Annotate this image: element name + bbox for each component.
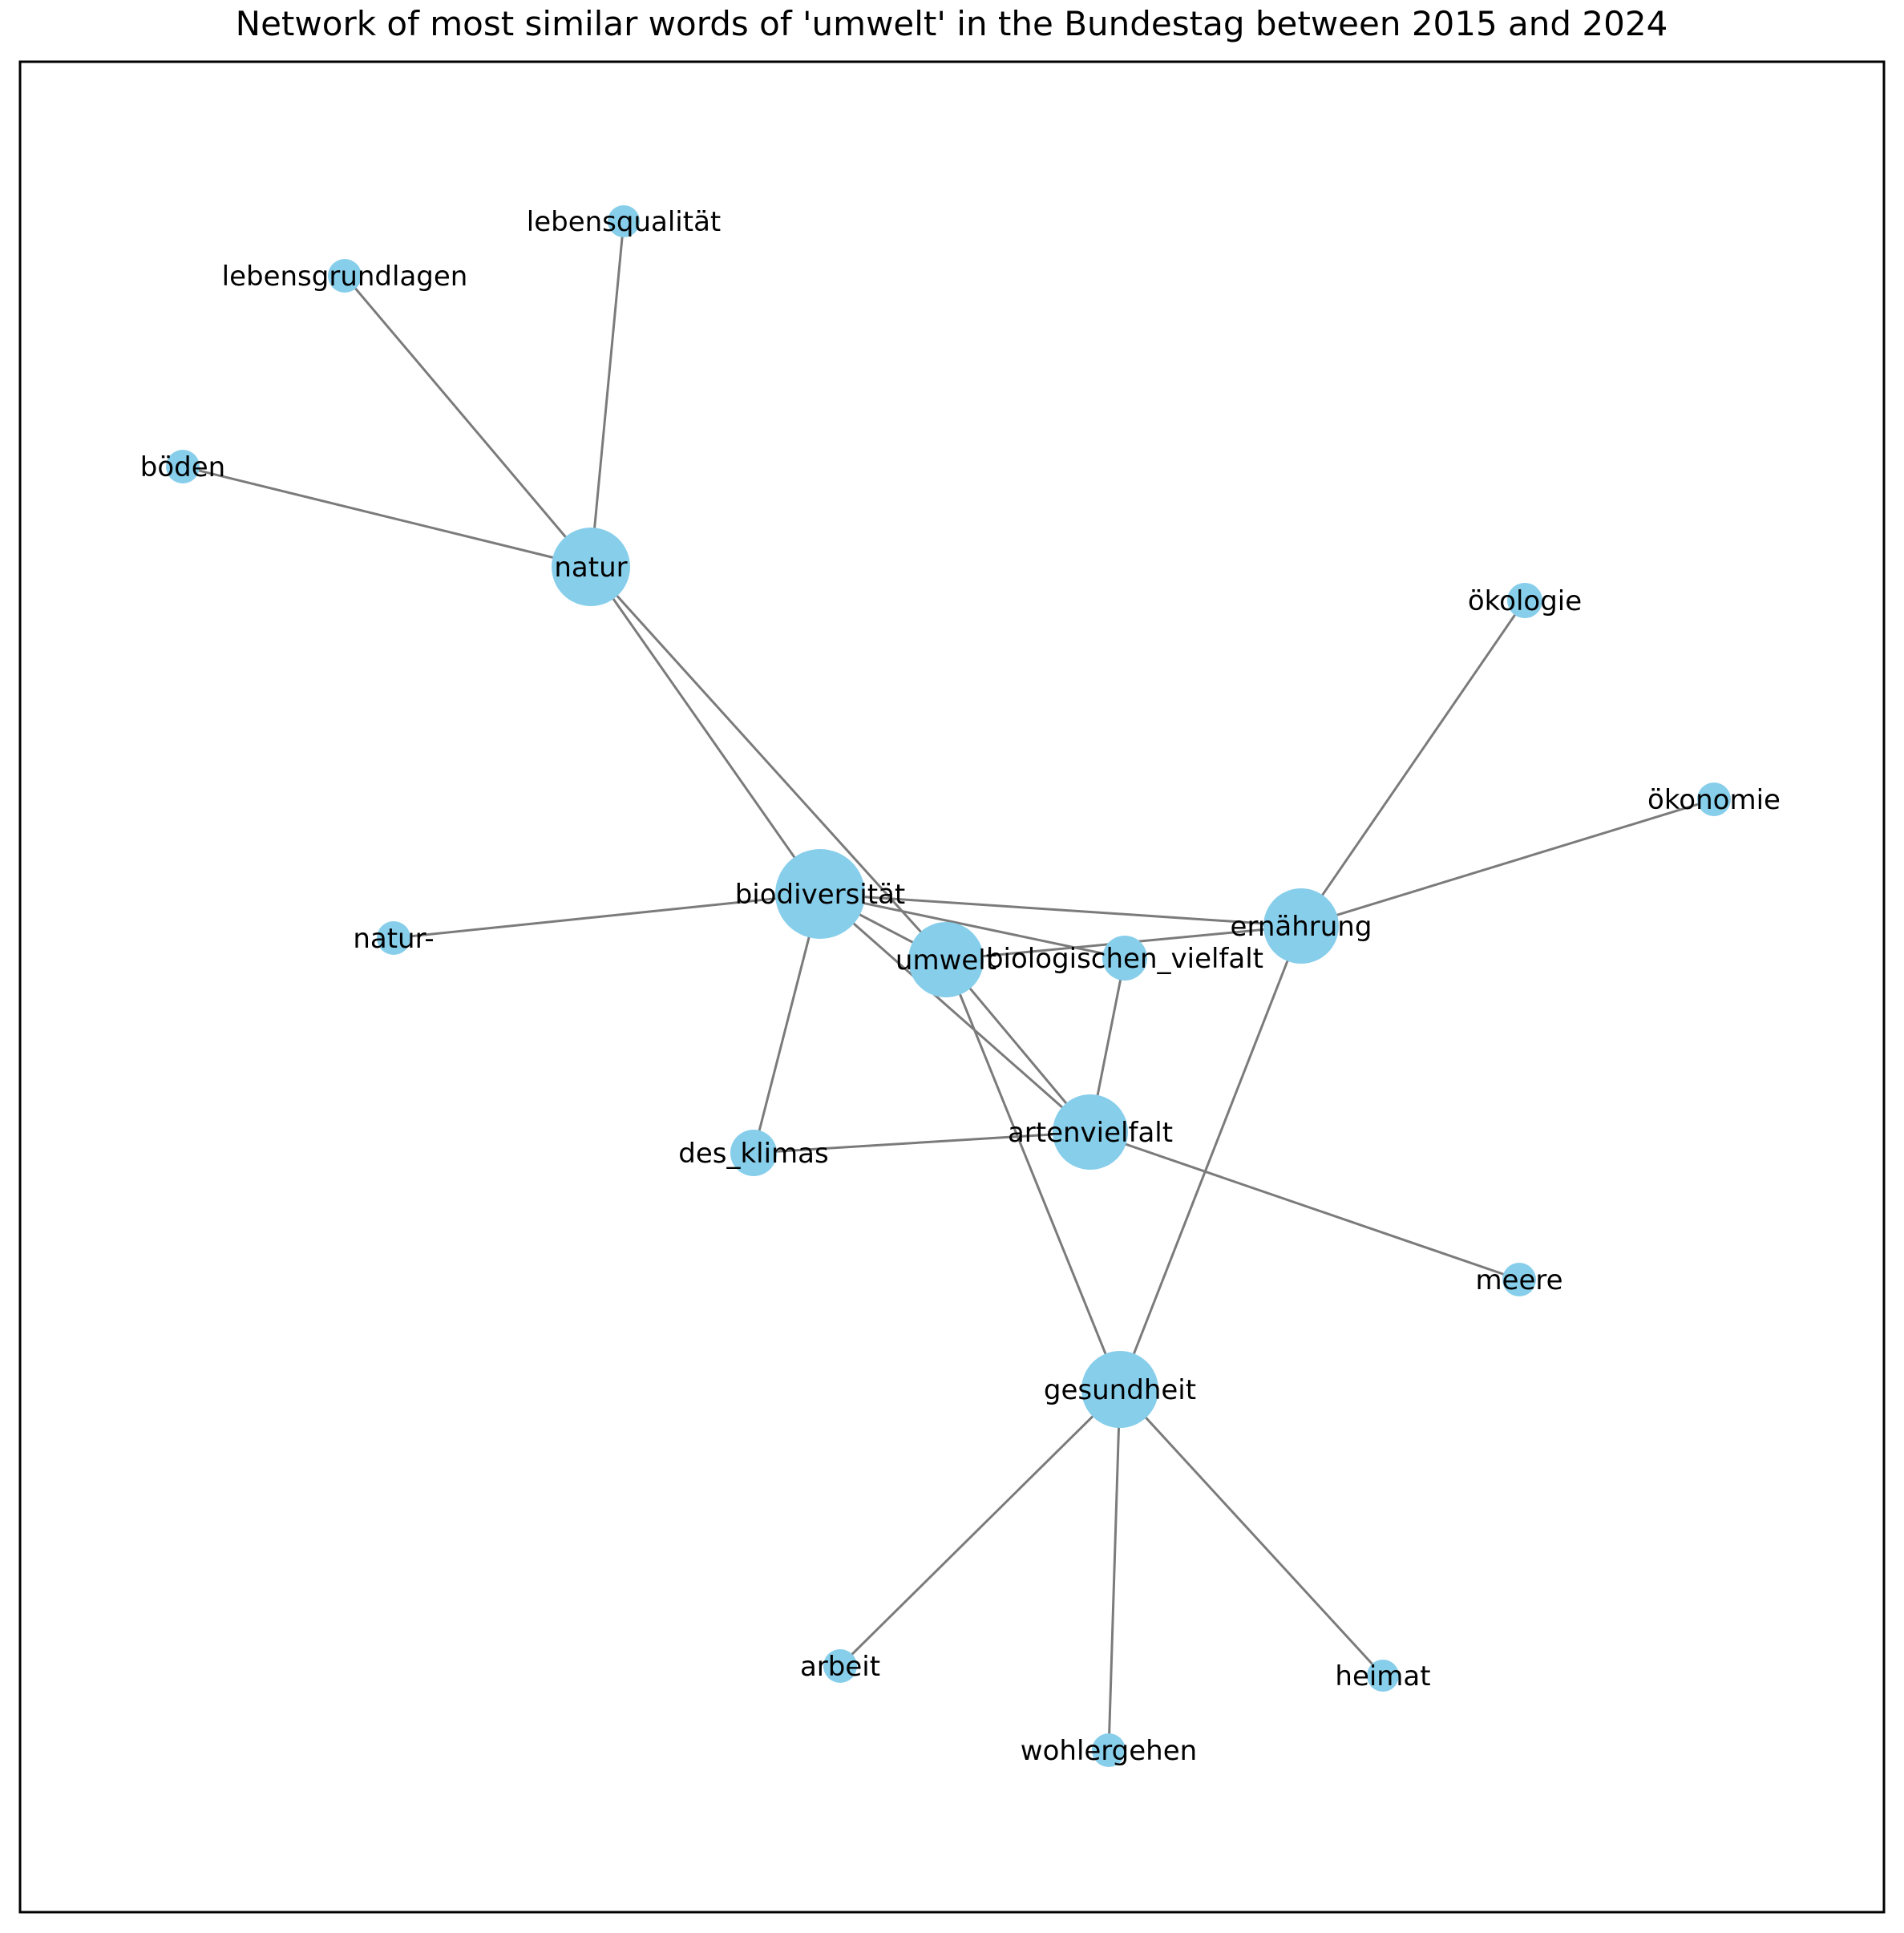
node-label-artenvielfalt: artenvielfalt [1008, 1117, 1173, 1149]
nodes-layer [166, 205, 1731, 1767]
node-lebensgrundlagen [328, 259, 362, 293]
node-umwelt [908, 922, 984, 997]
node-boeden [166, 450, 200, 483]
node-label-natur-: natur- [353, 923, 434, 955]
node-label-lebensqualitaet: lebensqualität [527, 206, 721, 238]
node-artenvielfalt [1053, 1094, 1128, 1170]
node-label-wohlergehen: wohlergehen [1021, 1735, 1197, 1767]
edge-natur-lebensgrundlagen [343, 274, 592, 568]
node-label-natur: natur [554, 552, 627, 584]
node-heimat [1367, 1660, 1399, 1692]
node-gesundheit [1081, 1351, 1158, 1428]
node-label-des_klimas: des_klimas [678, 1138, 828, 1170]
edge-artenvielfalt-meere [1089, 1130, 1521, 1281]
node-natur- [377, 921, 410, 955]
edge-umwelt-gesundheit [944, 958, 1122, 1391]
node-label-biodiversitaet: biodiversität [735, 879, 906, 911]
node-des_klimas [730, 1130, 777, 1176]
edge-biodiversitaet-natur- [392, 892, 822, 940]
node-oekologie [1507, 583, 1542, 618]
node-label-umwelt: umwelt [895, 944, 996, 977]
edge-natur-biodiversitaet [589, 565, 822, 896]
node-biologischen_vielfalt [1102, 936, 1147, 981]
edge-gesundheit-wohlergehen [1107, 1388, 1122, 1752]
node-ernaehrung [1263, 888, 1339, 964]
node-label-lebensgrundlagen: lebensgrundlagen [222, 261, 468, 293]
edge-natur-lebensqualitaet [589, 220, 625, 568]
edge-natur-boeden [181, 465, 592, 568]
node-label-oekonomie: ökonomie [1647, 784, 1781, 816]
node-biodiversitaet [775, 849, 865, 939]
node-label-biologischen_vielfalt: biologischen_vielfalt [986, 943, 1263, 975]
node-lebensqualitaet [608, 205, 640, 237]
node-label-arbeit: arbeit [800, 1651, 880, 1683]
labels-layer: lebensqualität lebensgrundlagen böden natur… [140, 206, 1781, 1767]
edge-biodiversitaet-ernaehrung [819, 892, 1303, 928]
node-label-oekologie: ökologie [1468, 585, 1582, 617]
node-arbeit [823, 1649, 857, 1683]
edge-gesundheit-arbeit [839, 1388, 1122, 1668]
node-oekonomie [1697, 783, 1731, 816]
node-label-gesundheit: gesundheit [1044, 1374, 1196, 1406]
node-label-ernaehrung: ernährung [1231, 911, 1372, 943]
edge-biodiversitaet-artenvielfalt [819, 892, 1092, 1134]
edge-artenvielfalt-des_klimas [752, 1130, 1092, 1155]
plot-border [18, 60, 1886, 1914]
node-label-meere: meere [1475, 1264, 1562, 1296]
edge-ernaehrung-oekologie [1300, 599, 1526, 928]
node-wohlergehen [1092, 1733, 1126, 1767]
edge-natur-umwelt [589, 565, 948, 961]
edge-gesundheit-heimat [1118, 1388, 1385, 1677]
edge-ernaehrung-oekonomie [1300, 798, 1716, 928]
node-meere [1502, 1263, 1536, 1296]
node-label-boeden: böden [140, 451, 225, 483]
node-label-heimat: heimat [1335, 1660, 1430, 1692]
figure-title: Network of most similar words of 'umwelt… [236, 4, 1668, 43]
edge-ernaehrung-gesundheit [1118, 924, 1303, 1391]
node-natur [552, 528, 630, 606]
